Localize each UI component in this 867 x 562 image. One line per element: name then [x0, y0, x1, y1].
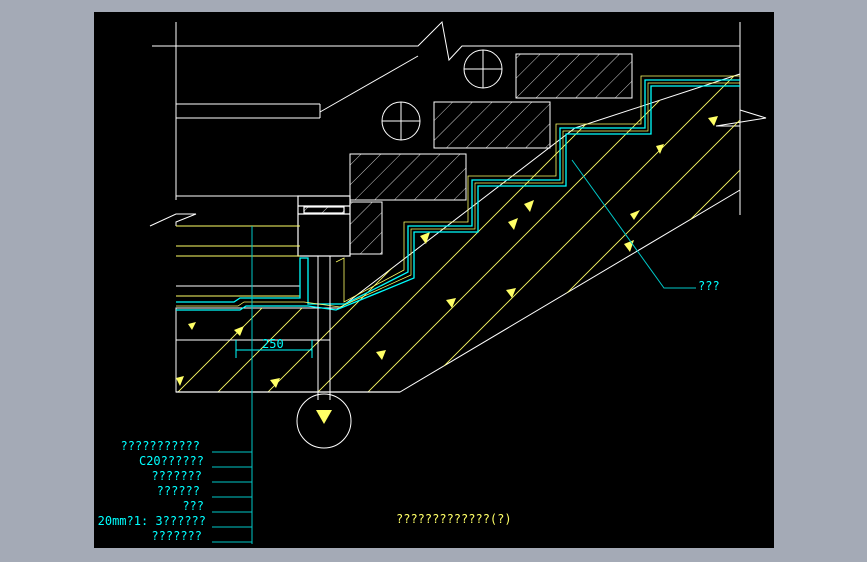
drawing-title: ?????????????(?): [396, 512, 512, 526]
legend-item: ???????: [151, 529, 202, 543]
legend-item: C20??????: [139, 454, 204, 468]
hatched-blocks: [349, 53, 633, 255]
waterproof-membrane: [176, 75, 740, 311]
leader-label: ???: [698, 279, 720, 293]
column-block: [297, 195, 351, 257]
legend-item: ???: [182, 499, 204, 513]
legend-item: 20mm?1: 3??????: [98, 514, 206, 528]
screed-layers: [176, 225, 300, 297]
legend-item: ???????????: [121, 439, 200, 453]
stair-section-drawing: ??? 250: [98, 20, 767, 544]
leader: [571, 159, 696, 289]
legend-item: ??????: [157, 484, 200, 498]
dimension-label: 250: [262, 337, 284, 351]
pipe-section-top: [463, 49, 503, 89]
elevation-guide: [296, 256, 352, 449]
triangle-down-icon: [316, 410, 332, 424]
legend-item: ???????: [151, 469, 202, 483]
legend-leaders: [212, 226, 253, 544]
pipe-section-middle: [381, 101, 421, 141]
drawing-canvas[interactable]: ??? 250: [94, 12, 774, 548]
dimension-250: [235, 340, 313, 358]
legend: ??????????? C20?????? ??????? ?????? ???…: [98, 439, 206, 543]
